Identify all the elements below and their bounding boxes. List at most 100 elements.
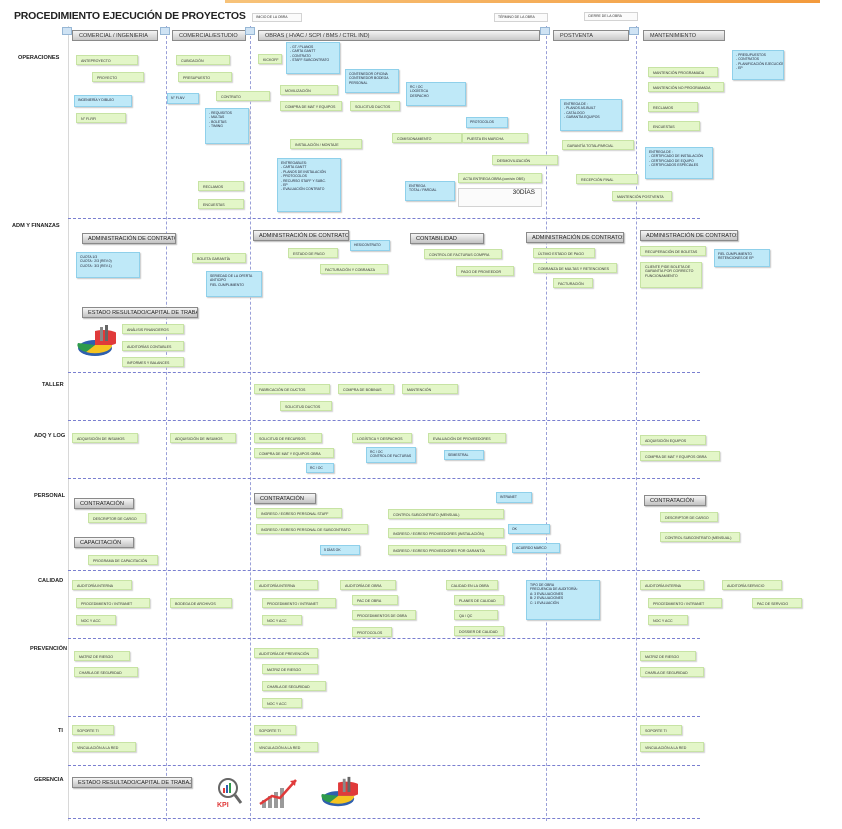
- column-divider: [250, 26, 251, 821]
- box-puesta-marcha: PUESTA EN MARCHA: [462, 133, 528, 143]
- box-encuestas: ENCUESTAS: [198, 199, 244, 209]
- row-label-ti: TI: [58, 728, 63, 734]
- box-acta-entrega: ACTA ENTREGA OBRA (con/sin OBS): [458, 173, 542, 183]
- page-title: PROCEDIMIENTO EJECUCIÓN DE PROYECTOS: [14, 10, 246, 22]
- milestone-cierre: CIERRE DE LA OBRA: [584, 12, 638, 21]
- box-mantencion: MANTENCIÓN: [402, 384, 458, 394]
- column-divider: [166, 26, 167, 821]
- row-divider: [68, 372, 700, 373]
- row-label-gerencia: GERENCIA: [34, 777, 64, 783]
- box-vinculacion-2: VINCULACIÓN A LA RED: [254, 742, 318, 752]
- box-auditoria-interna-3: AUDITORÍA INTERNA: [640, 580, 704, 590]
- box-protocolos-calidad: PROTOCOLOS: [352, 627, 392, 637]
- box-mant-noprogramada: MANTENCIÓN NO PROGRAMADA: [648, 82, 724, 92]
- box-dias: 30DÍAS: [458, 188, 542, 207]
- box-compra: COMPRA DE MAT Y EQUIPOS: [280, 101, 342, 111]
- phase-marker: [540, 27, 550, 35]
- top-accent-bar: [225, 0, 820, 3]
- box-semestral: SEMESTRAL: [444, 450, 484, 460]
- box-matriz-riesgo-2: MATRIZ DE RIESGO: [262, 664, 318, 674]
- row-divider: [68, 570, 700, 571]
- box-5-dias: 5 DÍAS OK: [320, 545, 360, 555]
- box-ingreso-subc: INGRESO / EGRESO PERSONAL DE SUBCONTRATO: [256, 524, 368, 534]
- box-cobranza: COBRANZA DE MULTAS Y RETENCIONES: [533, 263, 617, 273]
- box-contrato-list: - REQUISITOS- MULTAS- BOLETAS- TIMING: [205, 108, 249, 144]
- box-instalacion: INSTALACIÓN / MONTAJE: [290, 139, 362, 149]
- box-solicitud-recursos: SOLICITUD DE RECURSOS: [254, 433, 322, 443]
- phase-marker: [629, 27, 639, 35]
- box-noc-3: NOC Y ACC: [648, 615, 688, 625]
- box-entregables: ENTREGABLES: - CARTA GANTT- PLANOS DE IN…: [277, 158, 341, 212]
- box-matriz-riesgo-1: MATRIZ DE RIESGO: [74, 651, 130, 661]
- box-ingreso-garantia: INGRESO / EGRESO PROVEEDORES POR GARANTÍ…: [388, 545, 506, 555]
- box-reclamos-mant: RECLAMOS: [648, 102, 698, 112]
- box-soporte-ti-1: SOPORTE TI: [72, 725, 114, 735]
- box-descriptor-1: DESCRIPTOR DE CARGO: [88, 513, 146, 523]
- header-capacitacion: CAPACITACIÓN: [74, 537, 134, 548]
- box-procedimiento-3: PROCEDIMIENTO / INTRANET: [648, 598, 722, 608]
- column-divider: [68, 26, 69, 821]
- box-kickoff-list: - GT / PLANOS- CARTA GANTT- CONTRATO- ST…: [286, 42, 340, 74]
- box-pac-servicio: PAC DE SERVICIO: [752, 598, 802, 608]
- phase-comercial-ingenieria: COMERCIAL / INGENIERIA: [72, 30, 158, 41]
- box-evaluacion: EVALUACIÓN DE PROVEEDORES: [428, 433, 506, 443]
- box-compra-bobinas: COMPRA DE BOBINAS: [338, 384, 394, 394]
- row-label-personal: PERSONAL: [34, 493, 66, 499]
- box-kickoff: KICKOFF: [258, 54, 282, 64]
- milestone-termino: TÉRMINO DE LA OBRA: [494, 13, 548, 22]
- phase-postventa: POSTVENTA: [553, 30, 629, 41]
- box-mant-presupuestos: - PRESUPUESTOS- CONTRATOS- PLANIFICACIÓN…: [732, 50, 784, 80]
- box-ingenieria: INGENIERÍA Y DIBUJO: [74, 95, 132, 107]
- phase-obras: OBRAS ( HVAC / SCPI / BMS / CTRL IND): [258, 30, 540, 41]
- box-rc-oc: RC / OC: [306, 463, 334, 473]
- box-adq-equipos: ADQUISICIÓN EQUIPOS: [640, 435, 706, 445]
- box-informes: INFORMES Y BALANCES: [122, 357, 184, 367]
- box-presupuesto: PRESUPUESTO: [178, 72, 232, 82]
- box-mant-postventa: MANTENCIÓN POSTVENTA: [612, 191, 672, 201]
- box-garantia: GARANTÍA TOTAL/PARCIAL: [562, 140, 634, 150]
- svg-text:KPI: KPI: [217, 802, 229, 809]
- box-ok: OK: [508, 524, 550, 534]
- box-charla-2: CHARLA DE SEGURIDAD: [262, 681, 326, 691]
- box-recepcion: RECEPCIÓN FINAL: [576, 174, 638, 184]
- box-ingreso-staff: INGRESO / EGRESO PERSONAL STAFF: [256, 508, 342, 518]
- box-ingreso-prov: INGRESO / EGRESO PROVEEDORES (INSTALACIÓ…: [388, 528, 504, 538]
- box-boleta: BOLETA GARANTÍA: [192, 253, 246, 263]
- box-facturacion-2: FACTURACIÓN: [553, 278, 593, 288]
- box-programa: PROGRAMA DE CAPACITACIÓN: [88, 555, 158, 565]
- box-hes: HES/CONTRATO: [350, 240, 390, 251]
- finance-pie-illustration: [77, 325, 116, 356]
- header-estado-resultado-gerencia: ESTADO RESULTADO/CAPITAL DE TRABAJO: [72, 777, 192, 788]
- box-vinculacion-1: VINCULACIÓN A LA RED: [72, 742, 136, 752]
- box-control-subc: CONTROL SUBCONTRATO (MENSUAL): [388, 509, 504, 519]
- milestone-inicio: INICIO DE LA OBRA: [252, 13, 302, 22]
- box-auditoria-interna-2: AUDITORÍA INTERNA: [254, 580, 318, 590]
- box-vinculacion-3: VINCULACIÓN A LA RED: [640, 742, 704, 752]
- box-control-subc-3: CONTROL SUBCONTRATO (MENSUAL): [660, 532, 740, 542]
- box-reclamos: RECLAMOS: [198, 181, 244, 191]
- box-nventa: N° FI-NV: [167, 93, 199, 104]
- phase-marker: [245, 27, 255, 35]
- header-estado-resultado: ESTADO RESULTADO/CAPITAL DE TRABAJO: [82, 307, 198, 318]
- box-adq-insumos-2: ADQUISICIÓN DE INSUMOS: [170, 433, 236, 443]
- box-procedimiento-1: PROCEDIMIENTO / INTRANET: [76, 598, 150, 608]
- box-noc-prevencion: NOC Y ACC: [262, 698, 302, 708]
- box-solicitud: SOLICITUD DUCTOS: [350, 101, 400, 111]
- box-compra-equipo: COMPRA DE MAT Y EQUIPOS OBRA: [640, 451, 720, 461]
- box-pac-obra: PAC DE OBRA: [352, 595, 398, 605]
- row-label-adq: ADQ Y LOG: [34, 433, 66, 439]
- box-recuperacion: RECUPERACIÓN DE BOLETAS: [640, 246, 706, 256]
- box-control-facturas: CONTROL DE FACTURAS COMPRA: [424, 249, 502, 259]
- box-acuerdo-marco: ACUERDO MARCO: [512, 543, 560, 553]
- box-auditoria-servicio: AUDITORÍA SERVICIO: [722, 580, 782, 590]
- box-comisionamiento: COMISIONAMIENTO: [392, 133, 462, 143]
- box-ultimo-ep: ÚLTIMO ESTADO DE PAGO: [533, 248, 595, 258]
- row-divider: [68, 818, 700, 819]
- phase-marker: [160, 27, 170, 35]
- box-soporte-ti-2: SOPORTE TI: [254, 725, 296, 735]
